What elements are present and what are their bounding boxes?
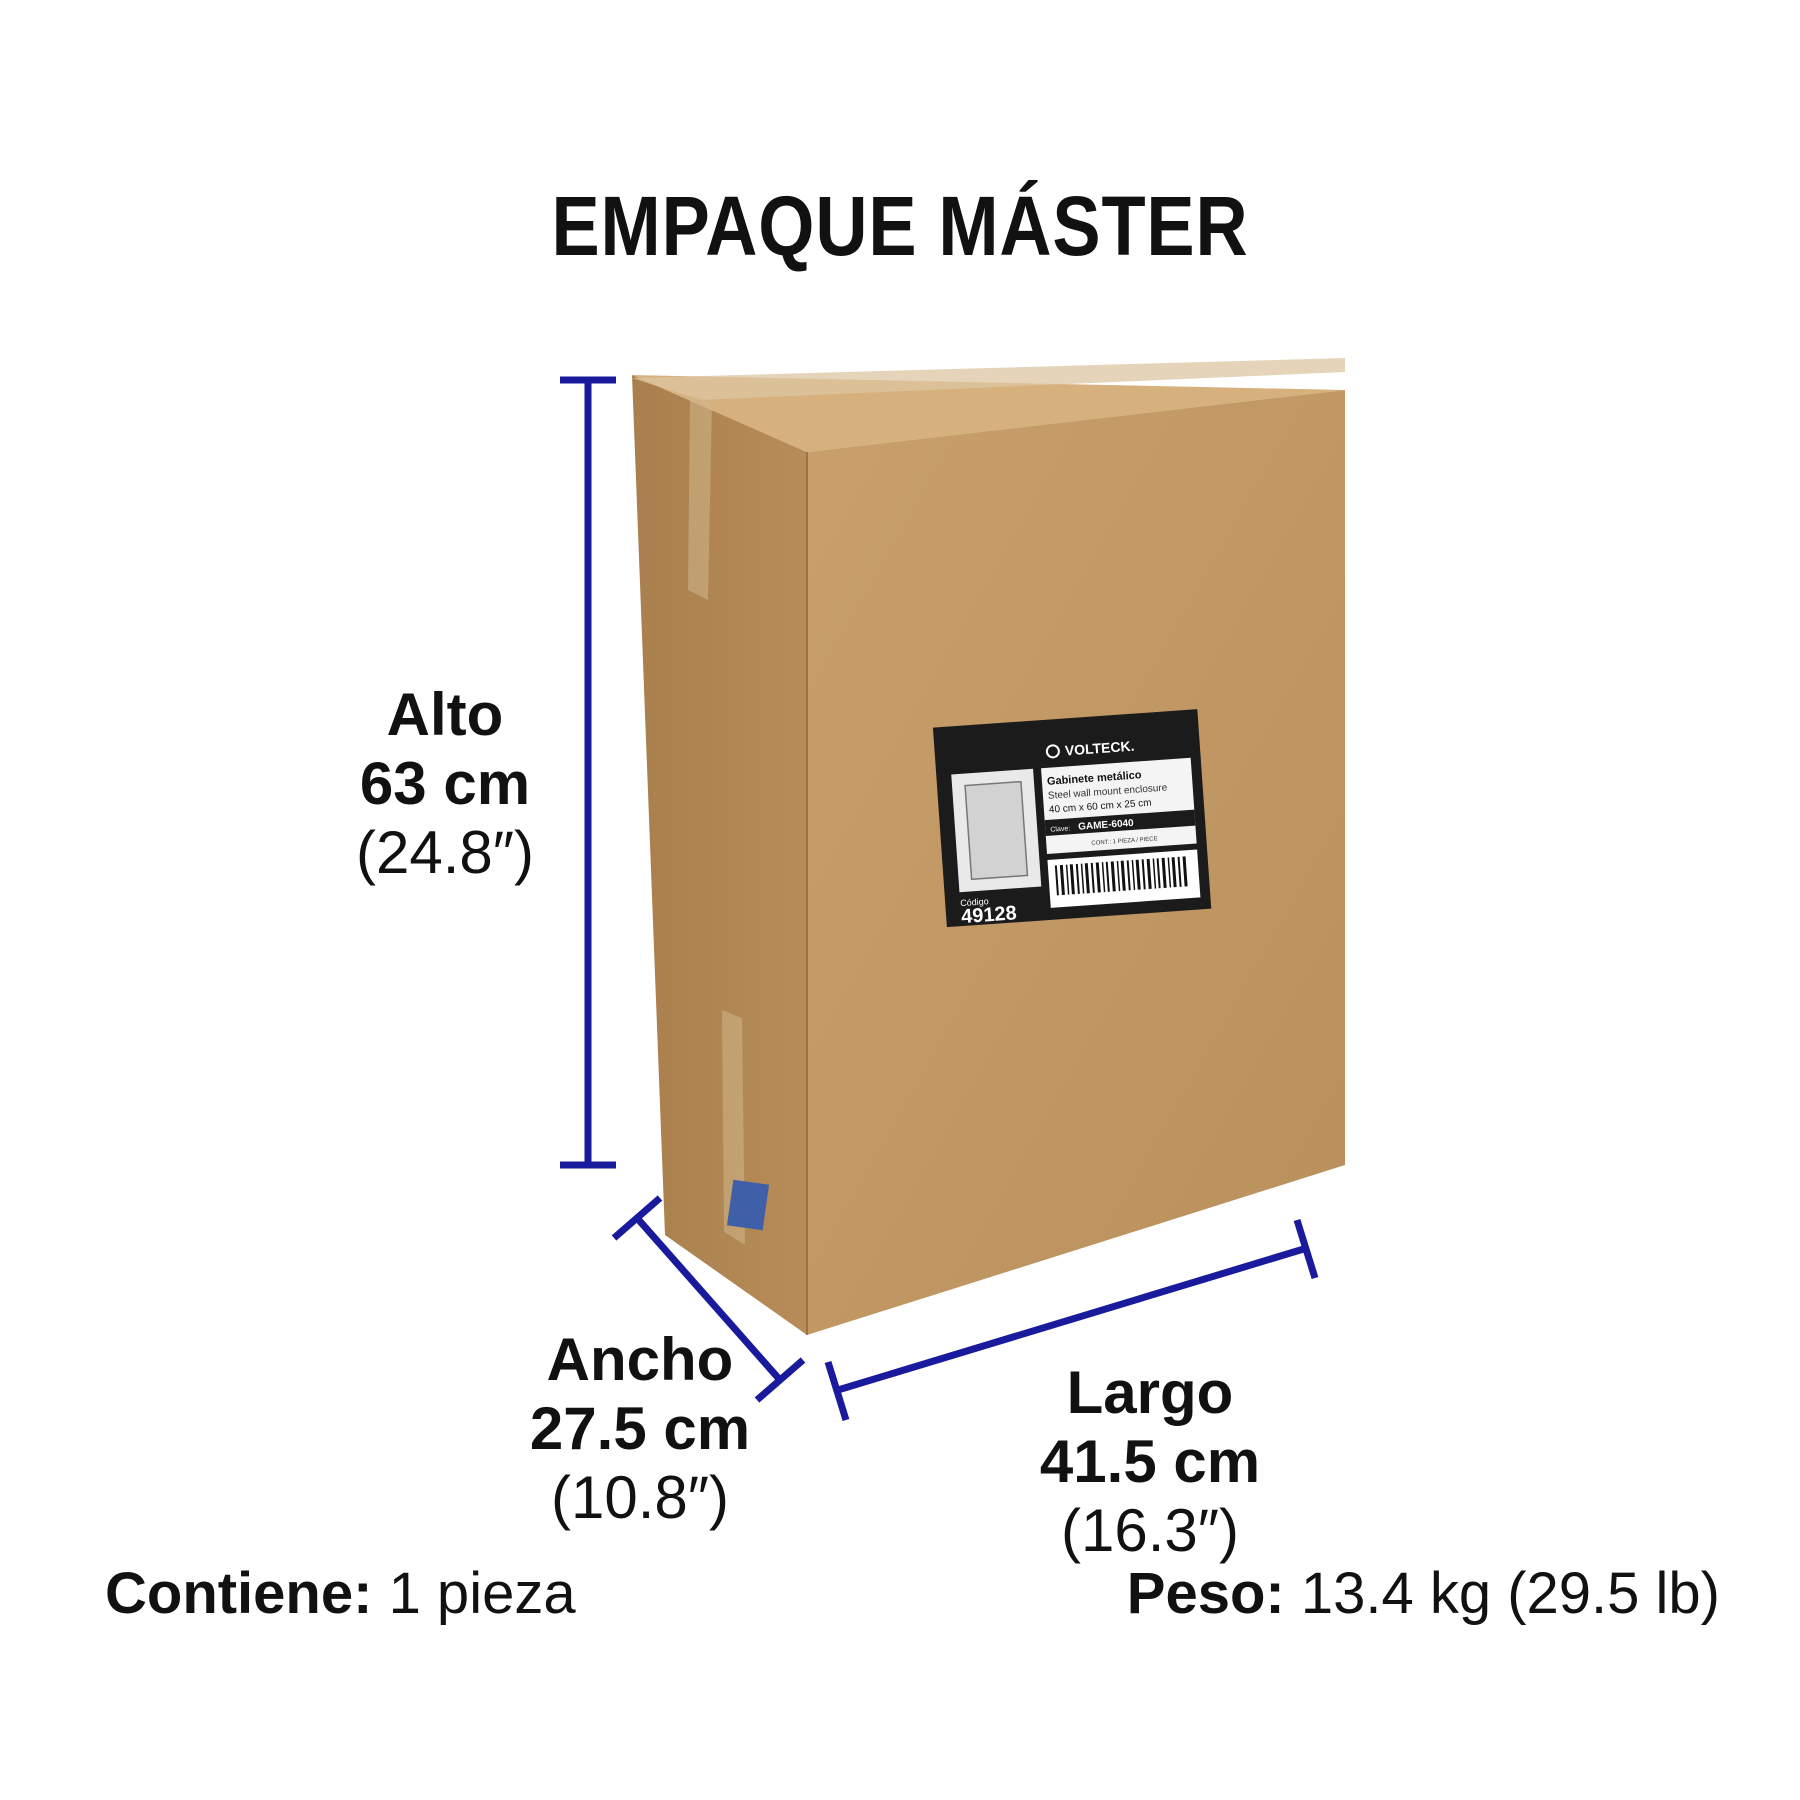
contents-label: Contiene: [105,1561,373,1626]
label-brand: VOLTECK. [1064,738,1135,759]
width-label-title: Ancho [546,1326,734,1393]
label-clave-bar [1044,809,1196,837]
length-imperial: (16.3″) [1061,1497,1239,1564]
height-dimension-line [560,376,616,1169]
label-clave-caption: Clave: [1050,825,1070,833]
height-metric: 63 cm [359,750,531,817]
width-label: Ancho 27.5 cm (10.8″) [520,1325,760,1532]
width-metric: 27.5 cm [529,1395,751,1462]
weight-label: Peso: [1126,1561,1285,1626]
enclosure-icon [964,780,1029,881]
length-metric: 41.5 cm [1039,1428,1261,1495]
length-label-title: Largo [1066,1359,1234,1426]
contents-value: 1 pieza [388,1561,576,1626]
label-codigo: 49128 [960,902,1017,928]
tape-strip-side [688,395,712,600]
page-title: EMPAQUE MÁSTER [551,179,1249,273]
height-label-title: Alto [386,681,504,748]
height-imperial: (24.8″) [356,819,534,886]
box-label: VOLTECK. Gabinete metálico Steel wall mo… [932,709,1212,928]
tape-strip-top [632,358,1345,400]
brand-logo-icon [1045,744,1060,759]
label-clave: GAME-6040 [1078,818,1135,833]
barcode [1054,856,1188,896]
weight-value: 13.4 kg (29.5 lb) [1300,1561,1720,1626]
label-codigo-caption: Código [960,896,989,908]
contents-info: Contiene: 1 pieza [105,1560,576,1627]
width-imperial: (10.8″) [551,1464,729,1531]
label-cont: CONT.: 1 PIEZA / PIECE [1091,836,1158,847]
weight-info: Peso: 13.4 kg (29.5 lb) [1127,1560,1720,1627]
blue-sticker [726,1179,770,1231]
dimension-lines [560,376,1319,1422]
width-dimension-line [611,1195,806,1403]
box-side-face [632,375,807,1335]
length-dimension-line [824,1218,1319,1422]
length-label: Largo 41.5 cm (16.3″) [1030,1358,1270,1565]
height-label: Alto 63 cm (24.8″) [340,680,550,887]
